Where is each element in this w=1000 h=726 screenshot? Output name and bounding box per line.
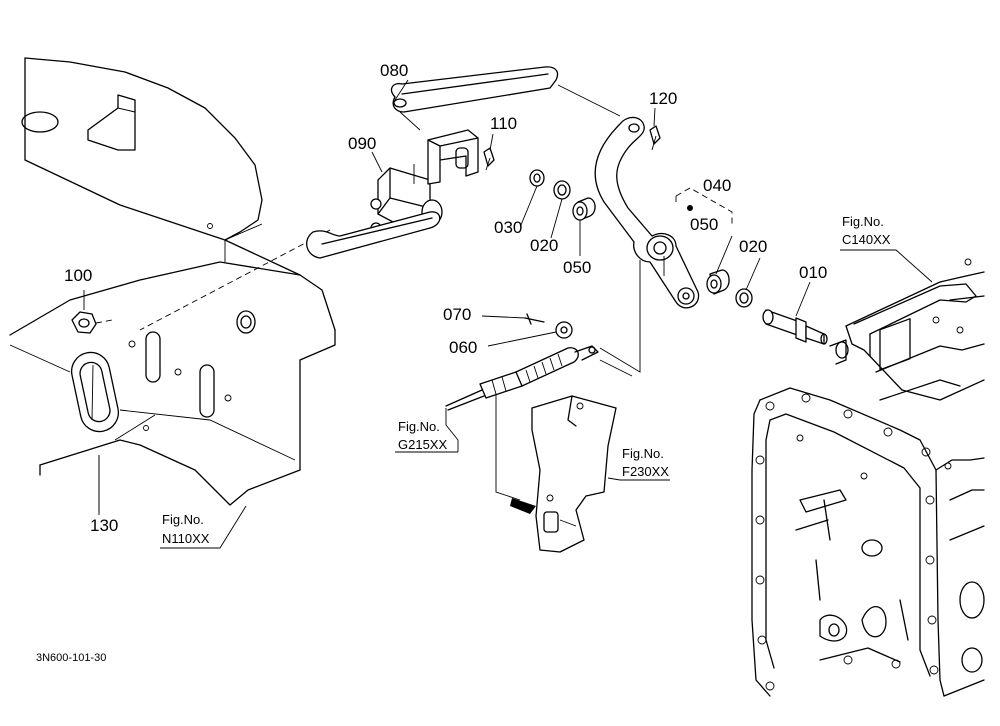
label-060: 060 xyxy=(449,338,477,357)
ref-n110-line2: N110XX xyxy=(162,531,210,546)
shaft-010 xyxy=(762,309,828,345)
ref-f230-line1: Fig.No. xyxy=(622,446,664,461)
label-040: 040 xyxy=(703,176,731,195)
rod-080 xyxy=(390,66,621,131)
label-010: 010 xyxy=(799,263,827,282)
bracket-090 xyxy=(306,129,479,259)
part-labels: 080 090 110 120 040 030 020 050 050 020 … xyxy=(64,61,827,535)
leader-lines xyxy=(98,79,933,549)
label-080: 080 xyxy=(380,61,408,80)
group-bracket-040 xyxy=(675,187,733,226)
split-pin-110 xyxy=(483,147,495,171)
label-030: 030 xyxy=(494,218,522,237)
grommet-130 xyxy=(70,351,120,515)
nut-100 xyxy=(71,290,113,334)
chassis-frame xyxy=(9,57,336,506)
transmission-case xyxy=(751,258,985,697)
label-120: 120 xyxy=(649,89,677,108)
figure-refs: Fig.No. C140XX Fig.No. G215XX Fig.No. F2… xyxy=(162,214,891,546)
bushing-050-left xyxy=(572,197,596,221)
lever-040 xyxy=(594,116,700,309)
label-050-left: 050 xyxy=(563,258,591,277)
ref-n110-line1: Fig.No. xyxy=(162,512,204,527)
washer-020-left xyxy=(553,180,571,200)
label-070: 070 xyxy=(443,305,471,324)
label-130: 130 xyxy=(90,516,118,535)
split-pin-120 xyxy=(649,125,661,151)
plate-f230 xyxy=(531,395,617,553)
label-090: 090 xyxy=(348,134,376,153)
ref-g215-line2: G215XX xyxy=(398,437,447,452)
washer-030 xyxy=(529,169,545,187)
ref-c140-line2: C140XX xyxy=(842,232,891,247)
label-020-left: 020 xyxy=(530,236,558,255)
bushing-050-right xyxy=(706,269,730,295)
ref-c140-line1: Fig.No. xyxy=(842,214,884,229)
label-100: 100 xyxy=(64,266,92,285)
washer-020-right xyxy=(735,288,753,308)
drawing-code: 3N600-101-30 xyxy=(36,652,106,664)
cable-assembly xyxy=(445,260,641,514)
ref-f230-line2: F230XX xyxy=(622,464,669,479)
label-050-right: 050 xyxy=(690,215,718,234)
label-110: 110 xyxy=(490,114,517,133)
label-020-right: 020 xyxy=(739,237,767,256)
ref-g215-line1: Fig.No. xyxy=(398,419,440,434)
